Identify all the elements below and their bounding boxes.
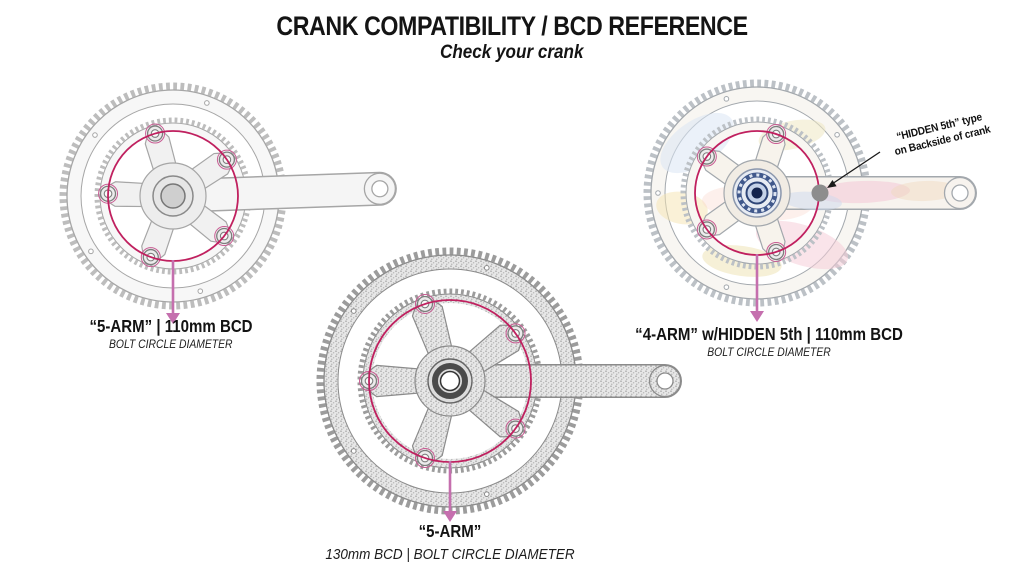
label-5arm-110-sub: BOLT CIRCLE DIAMETER — [76, 339, 266, 351]
label-5arm-110-title: “5-ARM” | 110mm BCD — [76, 316, 266, 336]
chainring-rivet — [350, 308, 357, 314]
bolt-highlight-ring — [696, 146, 717, 167]
chainring-rivet — [204, 100, 210, 106]
chainring-rivet — [834, 132, 840, 138]
bearing-balls — [737, 173, 777, 213]
crankset-5arm-130mm — [316, 247, 682, 522]
chainring-rivet — [483, 265, 490, 271]
bolt-highlight-ring — [505, 323, 526, 344]
chainring-rivet — [655, 190, 661, 196]
bcd-arrow — [443, 461, 457, 522]
bolt-highlight-ring — [766, 124, 787, 145]
chainring-rivet — [92, 132, 98, 138]
crank-arm — [157, 173, 396, 212]
crankset-4arm-110mm-hidden5th — [643, 79, 977, 322]
crankset-5arm-110mm — [59, 82, 397, 324]
arrowhead — [750, 311, 764, 322]
axle-hole — [751, 187, 763, 199]
bolt-highlight-ring — [216, 149, 237, 170]
bolt-highlight-ring — [414, 293, 435, 314]
arrowhead — [443, 511, 457, 522]
label-5arm-130-title-text: “5-ARM” — [418, 521, 482, 541]
label-5arm-130-sub: 130mm BCD | BOLT CIRCLE DIAMETER — [311, 546, 588, 563]
label-5arm-110-title-text: “5-ARM” | 110mm BCD — [89, 316, 253, 336]
header: CRANK COMPATIBILITY / BCD REFERENCE Chec… — [0, 12, 1024, 64]
label-5arm-130: “5-ARM” 130mm BCD | BOLT CIRCLE DIAMETER — [311, 521, 588, 563]
color-patch — [814, 180, 910, 204]
axle-hole — [439, 370, 461, 392]
chainring-rivet — [483, 491, 490, 497]
color-patch — [660, 112, 734, 174]
hidden-bolt-dot — [811, 184, 829, 202]
arrowhead — [166, 313, 180, 324]
bolt-highlight-ring — [766, 241, 787, 262]
bolt-highlight-ring — [414, 448, 435, 469]
arrowhead — [827, 180, 837, 188]
page-subtitle: Check your crank — [0, 42, 1024, 64]
annotation-pointer-line — [831, 151, 881, 185]
chainring-rivet — [723, 284, 730, 290]
pedal-hole — [951, 184, 969, 202]
axle-collar — [432, 363, 468, 399]
chainring-rivet — [88, 248, 94, 255]
label-5arm-130-sub-text: 130mm BCD | BOLT CIRCLE DIAMETER — [325, 545, 575, 563]
bcd-arrow — [750, 254, 764, 322]
chainring-rivet — [197, 288, 204, 294]
bolt-highlight-ring — [140, 247, 161, 268]
chainring-rivet — [350, 448, 357, 454]
pedal-hole — [656, 372, 674, 390]
pedal-hole — [371, 180, 389, 198]
page-title: CRANK COMPATIBILITY / BCD REFERENCE — [0, 11, 1024, 41]
label-4arm-110-title-text: “4-ARM” w/HIDDEN 5th | 110mm BCD — [635, 324, 903, 344]
chainring-rivet — [723, 96, 730, 102]
color-patch — [891, 180, 959, 202]
bolt-highlight-ring — [214, 226, 235, 247]
label-4arm-110: “4-ARM” w/HIDDEN 5th | 110mm BCD BOLT CI… — [613, 324, 924, 359]
bolt-highlight-ring — [505, 418, 526, 439]
label-5arm-130-title: “5-ARM” — [311, 521, 588, 541]
label-5arm-110-sub-text: BOLT CIRCLE DIAMETER — [109, 338, 233, 351]
label-4arm-110-sub-text: BOLT CIRCLE DIAMETER — [707, 346, 831, 359]
bolt-highlight-ring — [696, 219, 717, 240]
label-5arm-110: “5-ARM” | 110mm BCD BOLT CIRCLE DIAMETER — [76, 316, 266, 351]
bolt-highlight-ring — [145, 123, 166, 144]
bcd-arrow — [166, 260, 180, 324]
page-title-text: CRANK COMPATIBILITY / BCD REFERENCE — [276, 11, 748, 41]
page-subtitle-text: Check your crank — [440, 42, 584, 64]
axle-hole — [160, 183, 186, 209]
label-4arm-110-sub: BOLT CIRCLE DIAMETER — [613, 347, 924, 359]
label-4arm-110-title: “4-ARM” w/HIDDEN 5th | 110mm BCD — [613, 324, 924, 344]
